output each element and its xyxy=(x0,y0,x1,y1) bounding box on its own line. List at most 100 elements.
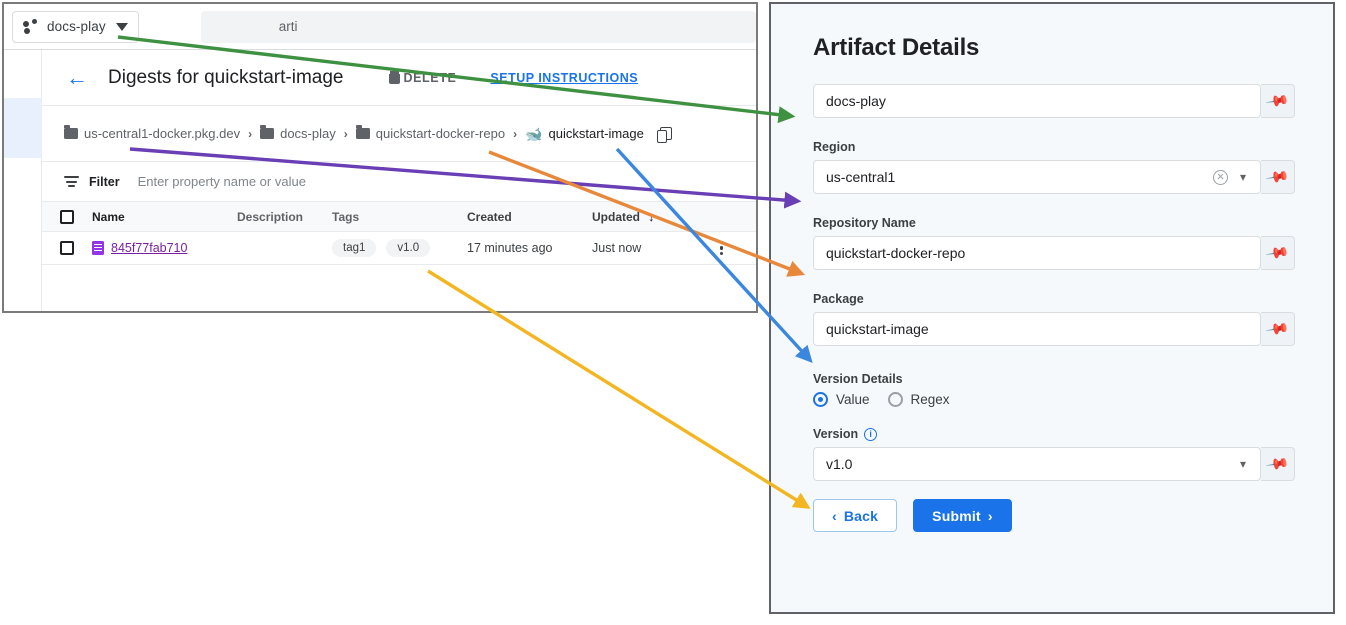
digest-link[interactable]: 845f77fab710 xyxy=(92,241,237,255)
table-row[interactable]: 845f77fab710 tag1 v1.0 17 minutes ago Ju… xyxy=(42,232,756,265)
breadcrumb-separator: › xyxy=(343,126,348,141)
search-input-value: arti xyxy=(278,19,298,34)
back-arrow-icon[interactable]: ← xyxy=(66,64,88,90)
region-label: Region xyxy=(813,140,856,154)
row-updated-cell: Just now xyxy=(592,241,642,255)
delete-button-label: DELETE xyxy=(403,70,457,85)
column-header-description[interactable]: Description xyxy=(237,209,304,224)
copy-icon[interactable] xyxy=(656,126,672,143)
version-pin-button[interactable]: 📌 xyxy=(1261,447,1295,481)
sort-descending-icon: ↓ xyxy=(648,209,655,224)
submit-button-icon: › xyxy=(987,507,993,524)
version-label-row: Version i xyxy=(813,427,1295,441)
submit-button[interactable]: Submit › xyxy=(913,499,1012,532)
form-buttons: ‹ Back Submit › xyxy=(813,499,1295,532)
page-header: ← Digests for quickstart-image DELETE SE… xyxy=(42,50,756,106)
chevron-down-icon[interactable]: ▾ xyxy=(1239,170,1246,184)
column-header-updated-label: Updated xyxy=(592,209,640,224)
region-input-value: us-central1 xyxy=(826,169,896,185)
row-tags-cell: tag1 v1.0 xyxy=(332,239,467,257)
side-rail[interactable] xyxy=(4,50,42,311)
field-region: Region us-central1 ▾ 📌 xyxy=(813,140,1295,194)
project-dots-icon xyxy=(23,18,39,35)
table-header-row: Name Description Tags Created Updated ↓ xyxy=(42,202,756,232)
folder-icon xyxy=(355,125,370,139)
side-rail-active-item[interactable] xyxy=(4,98,42,158)
project-name-label: docs-play xyxy=(47,19,106,34)
filter-input[interactable]: Enter property name or value xyxy=(137,174,306,189)
radio-value-label: Value xyxy=(836,392,870,407)
submit-button-label: Submit xyxy=(932,507,981,524)
project-selector[interactable]: docs-play xyxy=(12,10,139,43)
pin-icon: 📌 xyxy=(1264,88,1291,114)
project-input[interactable]: docs-play xyxy=(813,84,1261,118)
digests-table: Name Description Tags Created Updated ↓ xyxy=(42,202,756,265)
repository-name-label: Repository Name xyxy=(813,216,916,230)
region-input[interactable]: us-central1 ▾ xyxy=(813,160,1261,194)
project-pin-button[interactable]: 📌 xyxy=(1261,84,1295,118)
breadcrumb: us-central1-docker.pkg.dev › docs-play ›… xyxy=(42,106,756,162)
breadcrumb-item-0[interactable]: us-central1-docker.pkg.dev xyxy=(64,125,241,141)
back-button-label: Back xyxy=(843,507,879,524)
tag-chip[interactable]: tag1 xyxy=(332,239,377,257)
digest-link-label: 845f77fab710 xyxy=(111,241,188,255)
trash-icon xyxy=(389,71,401,84)
repository-name-pin-button[interactable]: 📌 xyxy=(1261,236,1295,270)
radio-regex-label: Regex xyxy=(910,392,950,407)
version-label: Version xyxy=(813,427,859,441)
folder-icon xyxy=(260,125,275,139)
tag-chip[interactable]: v1.0 xyxy=(386,239,431,257)
select-all-checkbox[interactable] xyxy=(42,209,92,224)
info-icon[interactable]: i xyxy=(864,427,878,441)
version-input[interactable]: v1.0 ▾ xyxy=(813,447,1261,481)
radio-regex[interactable]: Regex xyxy=(887,392,950,407)
back-button[interactable]: ‹ Back xyxy=(813,499,898,532)
breadcrumb-item-2[interactable]: quickstart-docker-repo xyxy=(355,125,505,141)
clear-icon[interactable] xyxy=(1212,169,1228,185)
search-input[interactable]: arti xyxy=(200,10,756,43)
artifact-details-form: Artifact Details docs-play 📌 Region us-c… xyxy=(771,4,1333,532)
breadcrumb-label-0: us-central1-docker.pkg.dev xyxy=(84,126,241,141)
column-header-updated[interactable]: Updated ↓ xyxy=(592,209,702,224)
version-input-value: v1.0 xyxy=(826,456,853,472)
repository-name-input[interactable]: quickstart-docker-repo xyxy=(813,236,1261,270)
console-content: ← Digests for quickstart-image DELETE SE… xyxy=(42,50,756,311)
console-body: ← Digests for quickstart-image DELETE SE… xyxy=(4,50,756,311)
console-panel: docs-play arti ← Digests for quickstart-… xyxy=(2,2,758,313)
back-button-icon: ‹ xyxy=(832,507,837,524)
breadcrumb-separator: › xyxy=(248,126,253,141)
delete-button[interactable]: DELETE xyxy=(389,71,456,85)
radio-value[interactable]: Value xyxy=(813,392,870,407)
setup-instructions-link[interactable]: SETUP INSTRUCTIONS xyxy=(490,70,639,85)
breadcrumb-item-1[interactable]: docs-play xyxy=(260,125,336,141)
filter-label: Filter xyxy=(89,174,120,189)
field-package: Package quickstart-image 📌 xyxy=(813,292,1295,346)
digest-icon xyxy=(92,241,104,255)
breadcrumb-label-1: docs-play xyxy=(280,126,336,141)
chevron-down-icon[interactable]: ▾ xyxy=(1239,457,1246,471)
field-repository-name: Repository Name quickstart-docker-repo 📌 xyxy=(813,216,1295,270)
column-header-name[interactable]: Name xyxy=(92,209,125,224)
breadcrumb-separator: › xyxy=(513,126,518,141)
pin-icon: 📌 xyxy=(1264,164,1291,190)
package-pin-button[interactable]: 📌 xyxy=(1261,312,1295,346)
row-menu-button[interactable] xyxy=(702,240,756,256)
row-checkbox[interactable] xyxy=(42,241,92,255)
folder-icon xyxy=(64,125,78,139)
kebab-menu-icon xyxy=(720,240,724,256)
column-header-created[interactable]: Created xyxy=(467,209,512,224)
pin-icon: 📌 xyxy=(1264,316,1291,342)
docker-whale-icon: 🐋 xyxy=(525,125,543,142)
radio-value-indicator xyxy=(813,392,828,407)
page-title: Digests for quickstart-image xyxy=(108,66,344,88)
project-input-value: docs-play xyxy=(826,93,886,109)
console-topbar: docs-play arti xyxy=(4,4,756,50)
column-header-tags[interactable]: Tags xyxy=(332,209,360,224)
package-input[interactable]: quickstart-image xyxy=(813,312,1261,346)
filter-bar[interactable]: Filter Enter property name or value xyxy=(42,162,756,202)
region-pin-button[interactable]: 📌 xyxy=(1261,160,1295,194)
field-version-details: Version Details Value Regex xyxy=(813,372,1295,407)
breadcrumb-label-3: quickstart-image xyxy=(548,126,644,141)
breadcrumb-item-3[interactable]: 🐋 quickstart-image xyxy=(525,126,644,141)
